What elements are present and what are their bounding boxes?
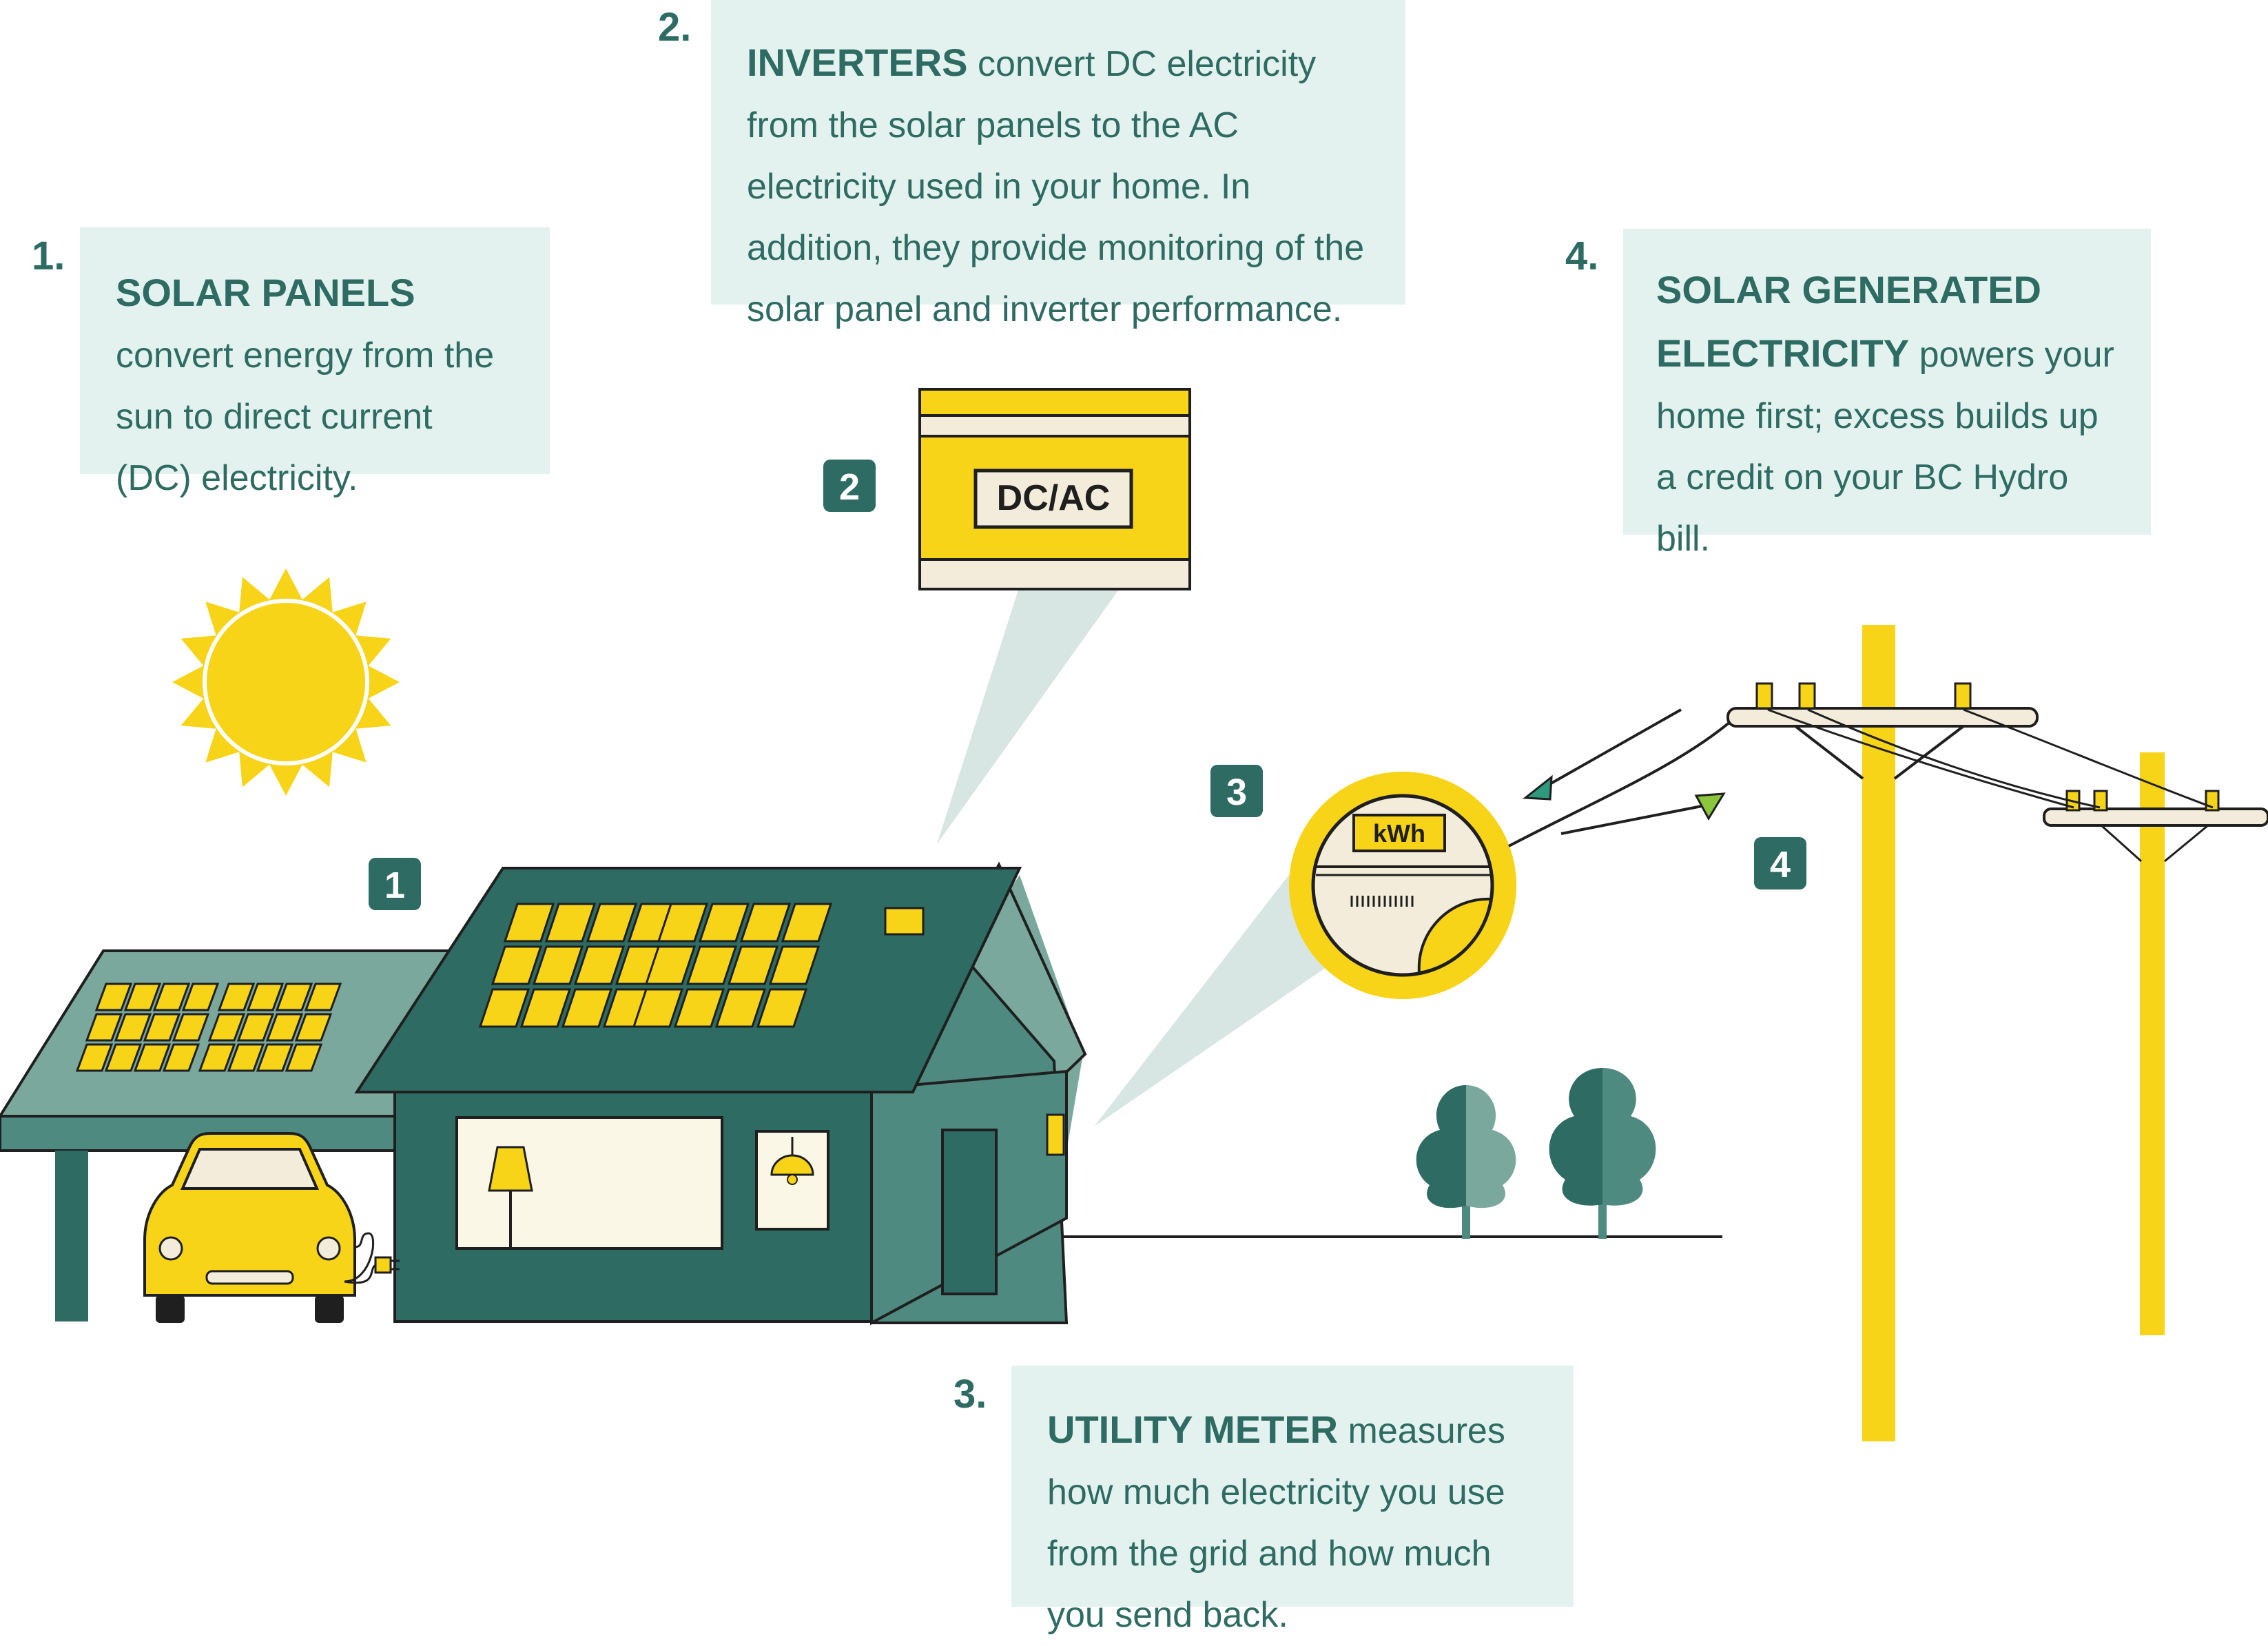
power-pole-icon bbox=[2043, 752, 2268, 1335]
tree-icon bbox=[1416, 1085, 1516, 1239]
meter-label: kWh bbox=[1373, 819, 1425, 847]
arrow-to-grid-icon bbox=[1694, 792, 1726, 821]
tree-icon bbox=[1549, 1068, 1656, 1239]
callout-utility-meter: UTILITY METER measures how much electric… bbox=[1011, 1366, 1574, 1635]
lamp-icon bbox=[770, 1137, 814, 1185]
inverter-label: DC/AC bbox=[997, 478, 1111, 518]
step-2-number: 2. bbox=[658, 5, 692, 50]
badge-2: 2 bbox=[823, 460, 876, 512]
badge-2-label: 2 bbox=[839, 466, 860, 508]
step-4-number: 4. bbox=[1565, 234, 1599, 278]
callout-title: INVERTERS bbox=[747, 41, 968, 84]
step-1-number: 1. bbox=[32, 234, 65, 278]
badge-4-label: 4 bbox=[1770, 844, 1791, 885]
callout-text: convert energy from the sun to direct cu… bbox=[116, 336, 495, 498]
callout-title: SOLAR GENERATED ELECTRICITY bbox=[1656, 268, 2041, 375]
callout-title: SOLAR PANELS bbox=[116, 271, 415, 314]
step-3-number: 3. bbox=[953, 1372, 987, 1417]
diagram-illustration: DC/AC 1 2 3 4 kWh bbox=[0, 388, 2268, 1441]
arrow-to-home-icon bbox=[1522, 774, 1553, 801]
callout-solar-panels: SOLAR PANELS convert energy from the sun… bbox=[80, 227, 550, 498]
power-flow-arrows bbox=[1508, 708, 1736, 847]
power-lines bbox=[1767, 708, 2214, 809]
lamp-icon bbox=[488, 1146, 533, 1248]
meter-zoom-cone bbox=[1094, 858, 1350, 1127]
badge-3: 3 bbox=[1210, 765, 1263, 817]
callout-text: powers your home first; excess builds up… bbox=[1656, 335, 2114, 559]
badge-3-label: 3 bbox=[1226, 772, 1247, 813]
inverter-icon: DC/AC bbox=[918, 388, 1191, 590]
callout-inverters: INVERTERS convert DC electricity from th… bbox=[711, 0, 1405, 329]
solar-panel-icon bbox=[478, 903, 833, 1028]
callout-title: UTILITY METER bbox=[1047, 1408, 1339, 1451]
badge-1-label: 1 bbox=[384, 865, 405, 906]
solar-panel-icon bbox=[75, 983, 342, 1072]
roof-inverter-icon bbox=[884, 907, 925, 936]
callout-text: convert DC electricity from the solar pa… bbox=[747, 44, 1365, 329]
badge-4: 4 bbox=[1754, 837, 1806, 889]
electric-car-icon bbox=[143, 1132, 400, 1323]
badge-1: 1 bbox=[369, 858, 421, 910]
callout-solar-electricity: SOLAR GENERATED ELECTRICITY powers your … bbox=[1623, 229, 2151, 559]
utility-meter-icon: kWh bbox=[1289, 772, 1516, 999]
inverter-zoom-cone bbox=[937, 586, 1122, 844]
power-pole-icon bbox=[1726, 625, 2039, 1441]
sun-icon bbox=[172, 568, 400, 796]
